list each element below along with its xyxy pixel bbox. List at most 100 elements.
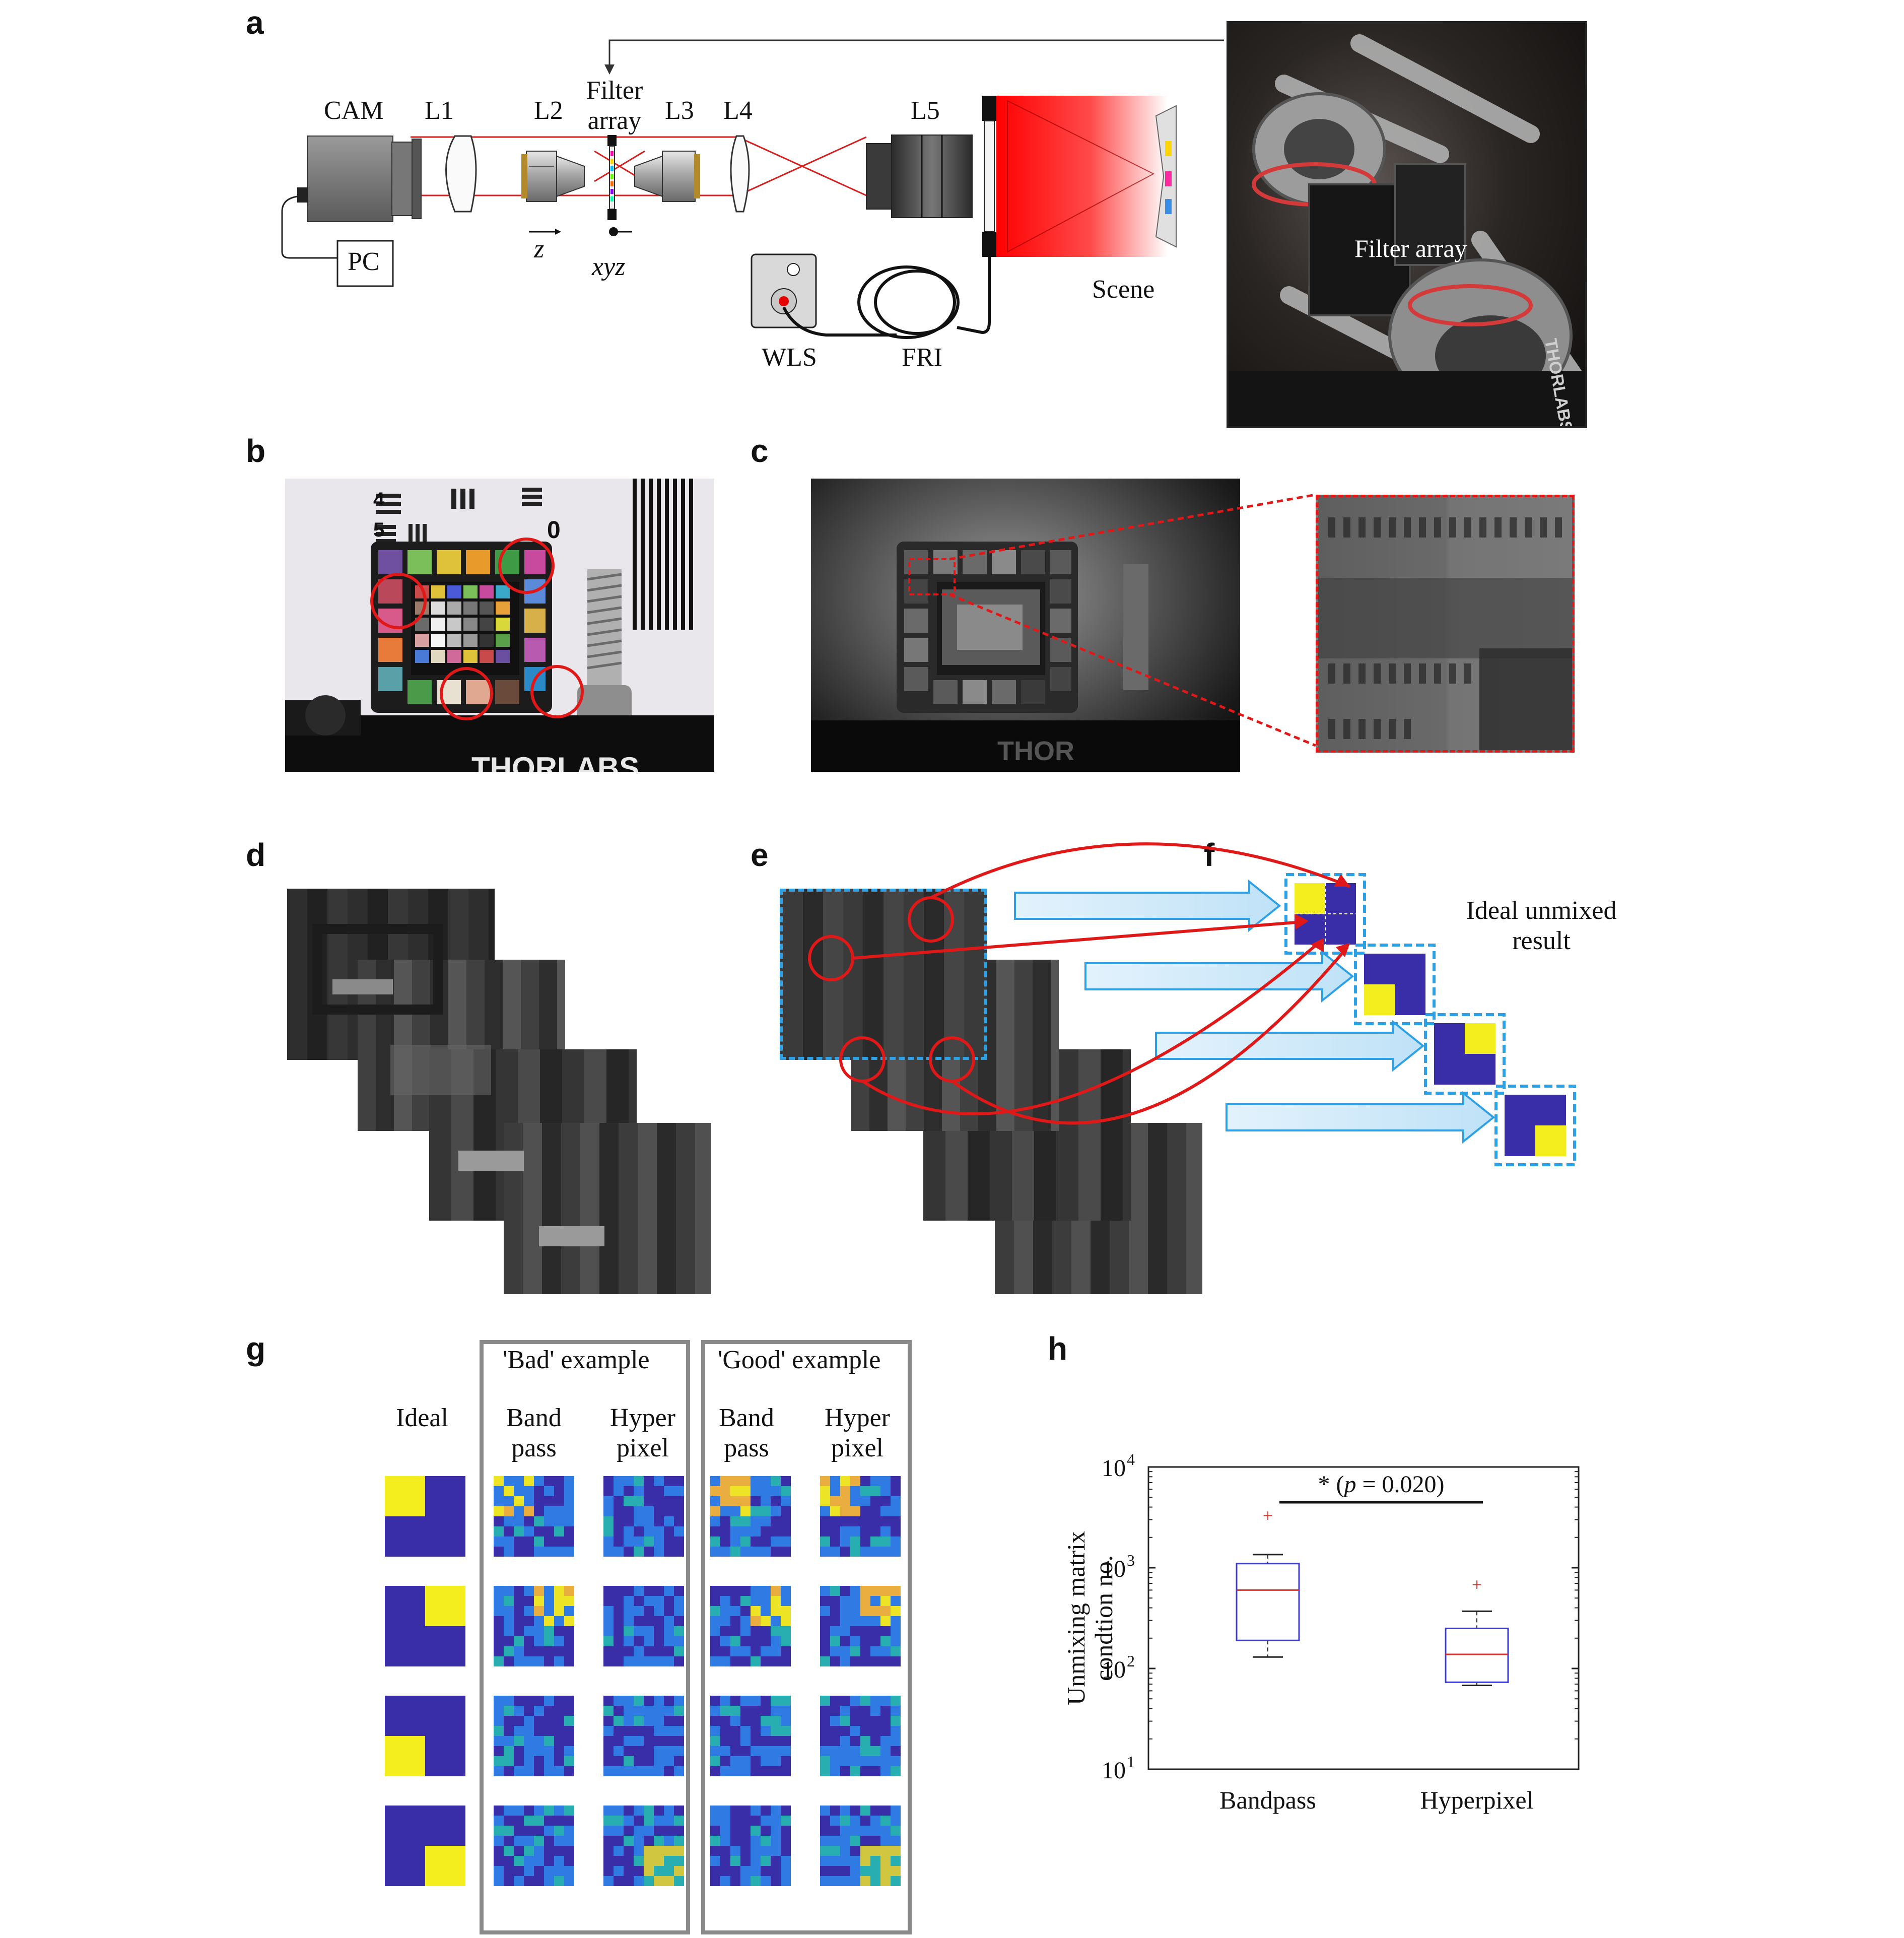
column-header-ideal: Ideal (396, 1404, 448, 1432)
mapping-arrow-1 (930, 842, 1351, 899)
objective-l3 (634, 151, 700, 202)
box-bandpass: + (1236, 1505, 1300, 1658)
unmixed-map (820, 1696, 901, 1776)
filter-array-holder (607, 135, 617, 220)
zoom-connector-lines (949, 493, 1316, 747)
y-tick-exponent: 1 (1127, 1753, 1135, 1771)
column-header-hyperpixel-bad-line1: Hyper (610, 1404, 675, 1432)
objective-l2 (521, 151, 585, 202)
label-l5: L5 (911, 96, 940, 125)
ideal-tile-3 (1424, 1013, 1506, 1095)
group-box-good (701, 1340, 912, 1934)
label-filter-array: Filter array (574, 76, 655, 136)
label-cam: CAM (324, 96, 384, 125)
box-series: ++ (1236, 1505, 1509, 1686)
panel-letter-f: f (1204, 837, 1215, 873)
x-tick-hyperpixel: Hyperpixel (1420, 1786, 1534, 1814)
y-axis-label-line2: condtion no. (1090, 1555, 1118, 1681)
column-header-bandpass-bad-line1: Band (506, 1404, 562, 1432)
base-brand-text: THORLABS (471, 751, 640, 772)
label-filter-array-line1: Filter (586, 76, 643, 105)
ideal-unmixed-title-line2: result (1512, 926, 1571, 955)
scene-color-photo: 4 5 0 THORLABS (285, 479, 714, 772)
target-number-5: 5 (373, 519, 385, 541)
column-header-hyperpixel-good-line2: pixel (831, 1434, 883, 1462)
label-l3: L3 (665, 96, 694, 125)
label-z-axis: z (534, 235, 545, 263)
flow-arrow-2 (1084, 950, 1354, 1003)
zoomed-inset-drawing (1318, 517, 1572, 750)
target-number-4: 4 (373, 489, 385, 511)
camera-port (297, 187, 308, 203)
camera-front (391, 142, 413, 216)
mapping-arrow-2 (852, 920, 1303, 960)
column-header-bandpass-bad-line2: pass (511, 1434, 557, 1462)
optical-setup-diagram (281, 39, 1224, 339)
raw-mono-image-drawing (811, 542, 1240, 772)
panel-letter-e: e (751, 837, 769, 873)
plot-frame (1147, 1466, 1580, 1770)
selection-circle-1 (808, 935, 854, 981)
unmixed-map (820, 1476, 901, 1557)
filter-array-photo-drawing (1229, 34, 1585, 426)
y-tick-label: 10 (1102, 1455, 1126, 1482)
unmixed-map (820, 1806, 901, 1886)
significance-label: * (p = 0.020) (1318, 1471, 1444, 1498)
ring-illuminator-bottom (982, 232, 996, 257)
column-header-hyperpixel-bad-line2: pixel (617, 1434, 669, 1462)
unmixing-results-grid (385, 1476, 901, 1886)
mapping-arrow-4 (951, 946, 1349, 1125)
connector-arrowhead (604, 64, 615, 75)
y-axis-label-line1: Unmixing matrix (1062, 1531, 1090, 1705)
iqr-box (1236, 1563, 1300, 1641)
ideal-map (385, 1806, 465, 1886)
ideal-map (385, 1696, 465, 1776)
fiber-coil (782, 257, 991, 339)
y-tick-label: 10 (1102, 1656, 1126, 1683)
unmixed-map (603, 1696, 684, 1776)
lens-l4 (730, 135, 750, 213)
column-header-hyperpixel-bad: Hyper pixel (602, 1403, 683, 1463)
unmixed-map (603, 1476, 684, 1557)
lens-l5 (866, 135, 973, 218)
unmixed-map (603, 1586, 684, 1666)
group-label-good: 'Good' example (718, 1346, 881, 1374)
mono-brand-text: THOR (997, 736, 1074, 766)
ideal-map (385, 1586, 465, 1666)
label-pc: PC (348, 247, 380, 276)
illumination-cone (996, 96, 1168, 257)
group-box-bad (480, 1340, 690, 1934)
outlier-marker: + (1472, 1574, 1482, 1594)
flow-arrow-1 (1014, 879, 1281, 932)
label-wls: WLS (762, 343, 817, 372)
pc-cable (281, 195, 337, 259)
scene-color-photo-drawing (285, 479, 714, 772)
label-filter-array-line2: array (587, 106, 642, 135)
unmixed-map (710, 1806, 791, 1886)
x-tick-bandpass: Bandpass (1219, 1786, 1316, 1814)
unmixing-flow-diagram (808, 842, 1576, 1166)
y-tick-label: 10 (1102, 1556, 1126, 1582)
column-header-bandpass-bad: Band pass (499, 1403, 569, 1463)
selection-circle-4 (929, 1036, 975, 1083)
ideal-tile-1 (1284, 873, 1366, 955)
panel-letter-h: h (1048, 1330, 1068, 1367)
ideal-unmixed-title: Ideal unmixed result (1451, 896, 1632, 956)
panel-letter-g: g (246, 1330, 266, 1367)
ideal-tile-4 (1494, 1085, 1576, 1166)
photo-filter-array-label: Filter array (1354, 234, 1467, 262)
y-tick-exponent: 4 (1127, 1450, 1135, 1468)
unmixed-map (603, 1806, 684, 1886)
camera-body (307, 136, 393, 222)
label-l4: L4 (723, 96, 753, 125)
unmixed-map (820, 1586, 901, 1666)
y-tick-exponent: 2 (1127, 1652, 1135, 1670)
ring-illuminator-top (982, 96, 996, 121)
label-scene: Scene (1092, 275, 1155, 304)
iqr-box (1445, 1627, 1509, 1683)
column-header-bandpass-good-line2: pass (724, 1434, 769, 1462)
ring-illuminator-body (984, 120, 995, 232)
box-hyperpixel: + (1445, 1574, 1509, 1686)
